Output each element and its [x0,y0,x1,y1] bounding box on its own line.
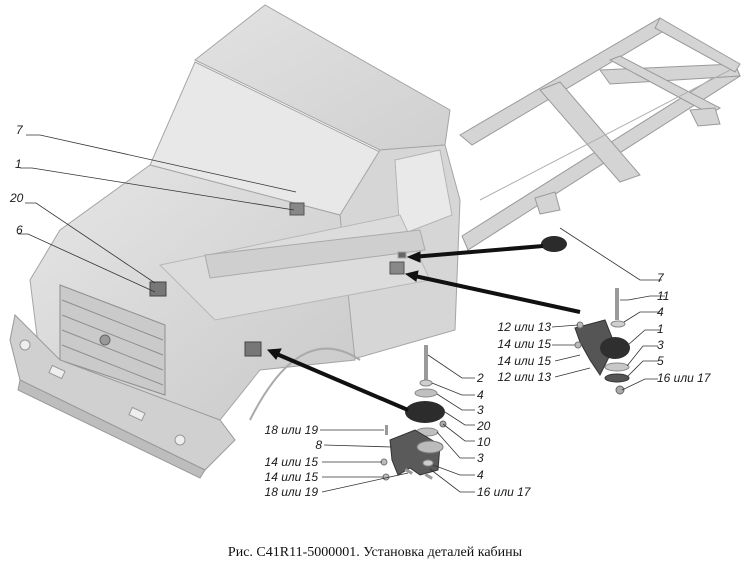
callout-rear-7: 7 [657,271,664,285]
figure-caption: Рис. С41R11-5000001. Установка деталей к… [227,545,523,560]
callout-front-4a: 4 [477,388,484,402]
callout-rear-14-15-a: 14 или 15 [497,337,551,351]
arrow-rear-mount [409,273,581,314]
callout-rear-12-13-a: 12 или 13 [497,320,551,334]
chassis-frame [459,17,741,251]
mount-point-rear-left [289,202,305,216]
callout-cab-1: 1 [15,157,22,171]
arrow-rear-pad [411,244,544,259]
front-mount-assembly [380,345,447,481]
part-4-washer-bottom [422,459,434,467]
part-2-bolt [424,345,428,380]
part-18-bolt [385,425,388,435]
cab-roof [194,4,451,151]
grille [59,284,166,396]
leader-lines [18,134,665,493]
part-20-cushion [405,401,445,423]
callout-front-18-19-a: 18 или 19 [264,423,318,437]
callout-front-14-15-b: 14 или 15 [264,470,318,484]
callout-rear-4: 4 [657,305,664,319]
callout-front-2: 2 [477,371,484,385]
part-1-cushion [600,337,630,359]
callout-rear-5: 5 [657,354,664,368]
callout-front-3a: 3 [477,403,484,417]
callout-front-16-17: 16 или 17 [477,485,531,499]
part-5-plate [604,373,630,383]
callout-rear-11: 11 [657,289,670,303]
callout-rear-3: 3 [657,338,664,352]
callout-front-20: 20 [477,419,491,433]
part-7-pad [541,236,567,252]
callout-rear-12-13-b: 12 или 13 [497,370,551,384]
part-11-bolt [615,288,619,320]
callout-rear-16-17: 16 или 17 [657,371,711,385]
callout-cab-20: 20 [10,191,24,205]
callout-cab-7: 7 [16,123,23,137]
mount-point-front-right [244,341,262,357]
part-4-washer-top [419,379,433,387]
part-rear-bracket [574,319,616,376]
callout-rear-1: 1 [657,322,664,336]
bumper [9,313,236,471]
rear-mount-assembly [541,236,630,395]
callout-front-4b: 4 [477,468,484,482]
callout-front-14-15-a: 14 или 15 [264,455,318,469]
mount-point-rear-right [389,261,405,275]
part-16-nut [615,385,625,395]
pointer-arrows [266,244,581,412]
callout-rear-14-15-b: 14 или 15 [497,354,551,368]
callout-front-8: 8 [315,438,322,452]
callout-front-10: 10 [477,435,491,449]
part-3-washer-top [414,388,438,398]
arrow-front-mount [271,350,409,412]
mount-point-front-left [149,281,167,297]
callout-cab-6: 6 [16,223,23,237]
callout-front-3b: 3 [477,451,484,465]
cab-body [9,4,461,479]
logo-badge [99,334,111,346]
callout-front-18-19-b: 18 или 19 [264,485,318,499]
part-3-washer [604,362,630,372]
part-4-washer [610,320,626,328]
